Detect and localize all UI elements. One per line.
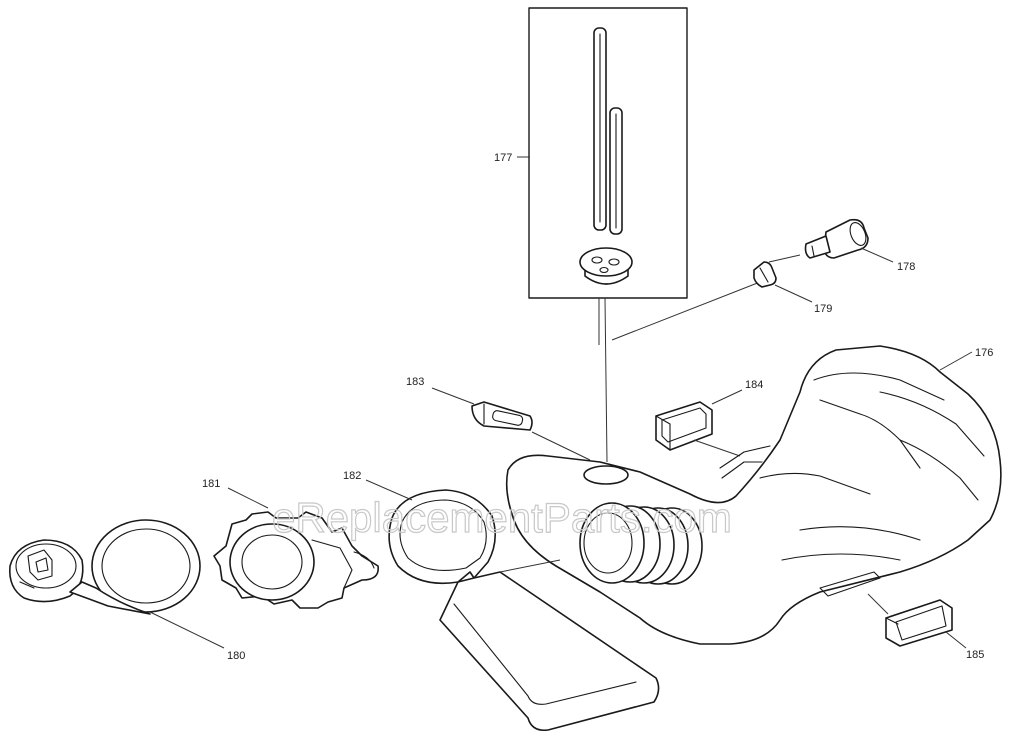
leader-176	[939, 351, 973, 371]
leader-183-to-tank	[531, 431, 591, 461]
leader-inset-to-179	[611, 281, 761, 341]
callout-180: 180	[227, 650, 245, 662]
leader-183	[431, 387, 475, 405]
callout-179: 179	[814, 303, 832, 315]
fuel-filter-178[interactable]	[804, 218, 869, 259]
leader-180	[149, 611, 225, 649]
callout-177: 177	[494, 152, 512, 164]
callout-183: 183	[406, 376, 424, 388]
leader-184-to-tank	[693, 439, 741, 457]
cap-strap-182[interactable]	[388, 489, 660, 732]
callout-181: 181	[202, 478, 220, 490]
callout-177-group: 177	[494, 152, 530, 164]
leader-182	[365, 479, 413, 501]
rubber-foot-185[interactable]	[885, 599, 953, 647]
watermark-text: eReplacementParts.com	[272, 494, 732, 541]
leader-179-to-178	[768, 254, 801, 263]
cap-gasket-180[interactable]	[8, 519, 201, 615]
filler-cap-181[interactable]	[213, 511, 379, 609]
fitting-179[interactable]	[753, 261, 777, 288]
leader-179	[774, 284, 813, 303]
callout-176: 176	[975, 347, 993, 359]
leader-185-to-tank	[867, 593, 889, 615]
callout-184: 184	[745, 379, 763, 391]
vent-183[interactable]	[471, 401, 533, 431]
fuel-tank-grommet[interactable]	[579, 247, 633, 285]
leader-184	[711, 389, 743, 405]
leader-182-to-tank	[499, 559, 561, 573]
leader-181	[227, 487, 269, 509]
leader-inset-center	[604, 297, 608, 463]
rubber-pad-184[interactable]	[655, 401, 713, 451]
callout-178: 178	[897, 261, 915, 273]
fuel-tube-short[interactable]	[609, 107, 623, 235]
fuel-tank-176[interactable]	[505, 345, 1002, 645]
leader-185	[945, 631, 967, 649]
callout-182: 182	[343, 470, 361, 482]
leader-178	[860, 247, 894, 263]
callout-185: 185	[966, 649, 984, 661]
fuel-tube-long[interactable]	[593, 27, 607, 231]
inset-box-177	[528, 7, 688, 299]
